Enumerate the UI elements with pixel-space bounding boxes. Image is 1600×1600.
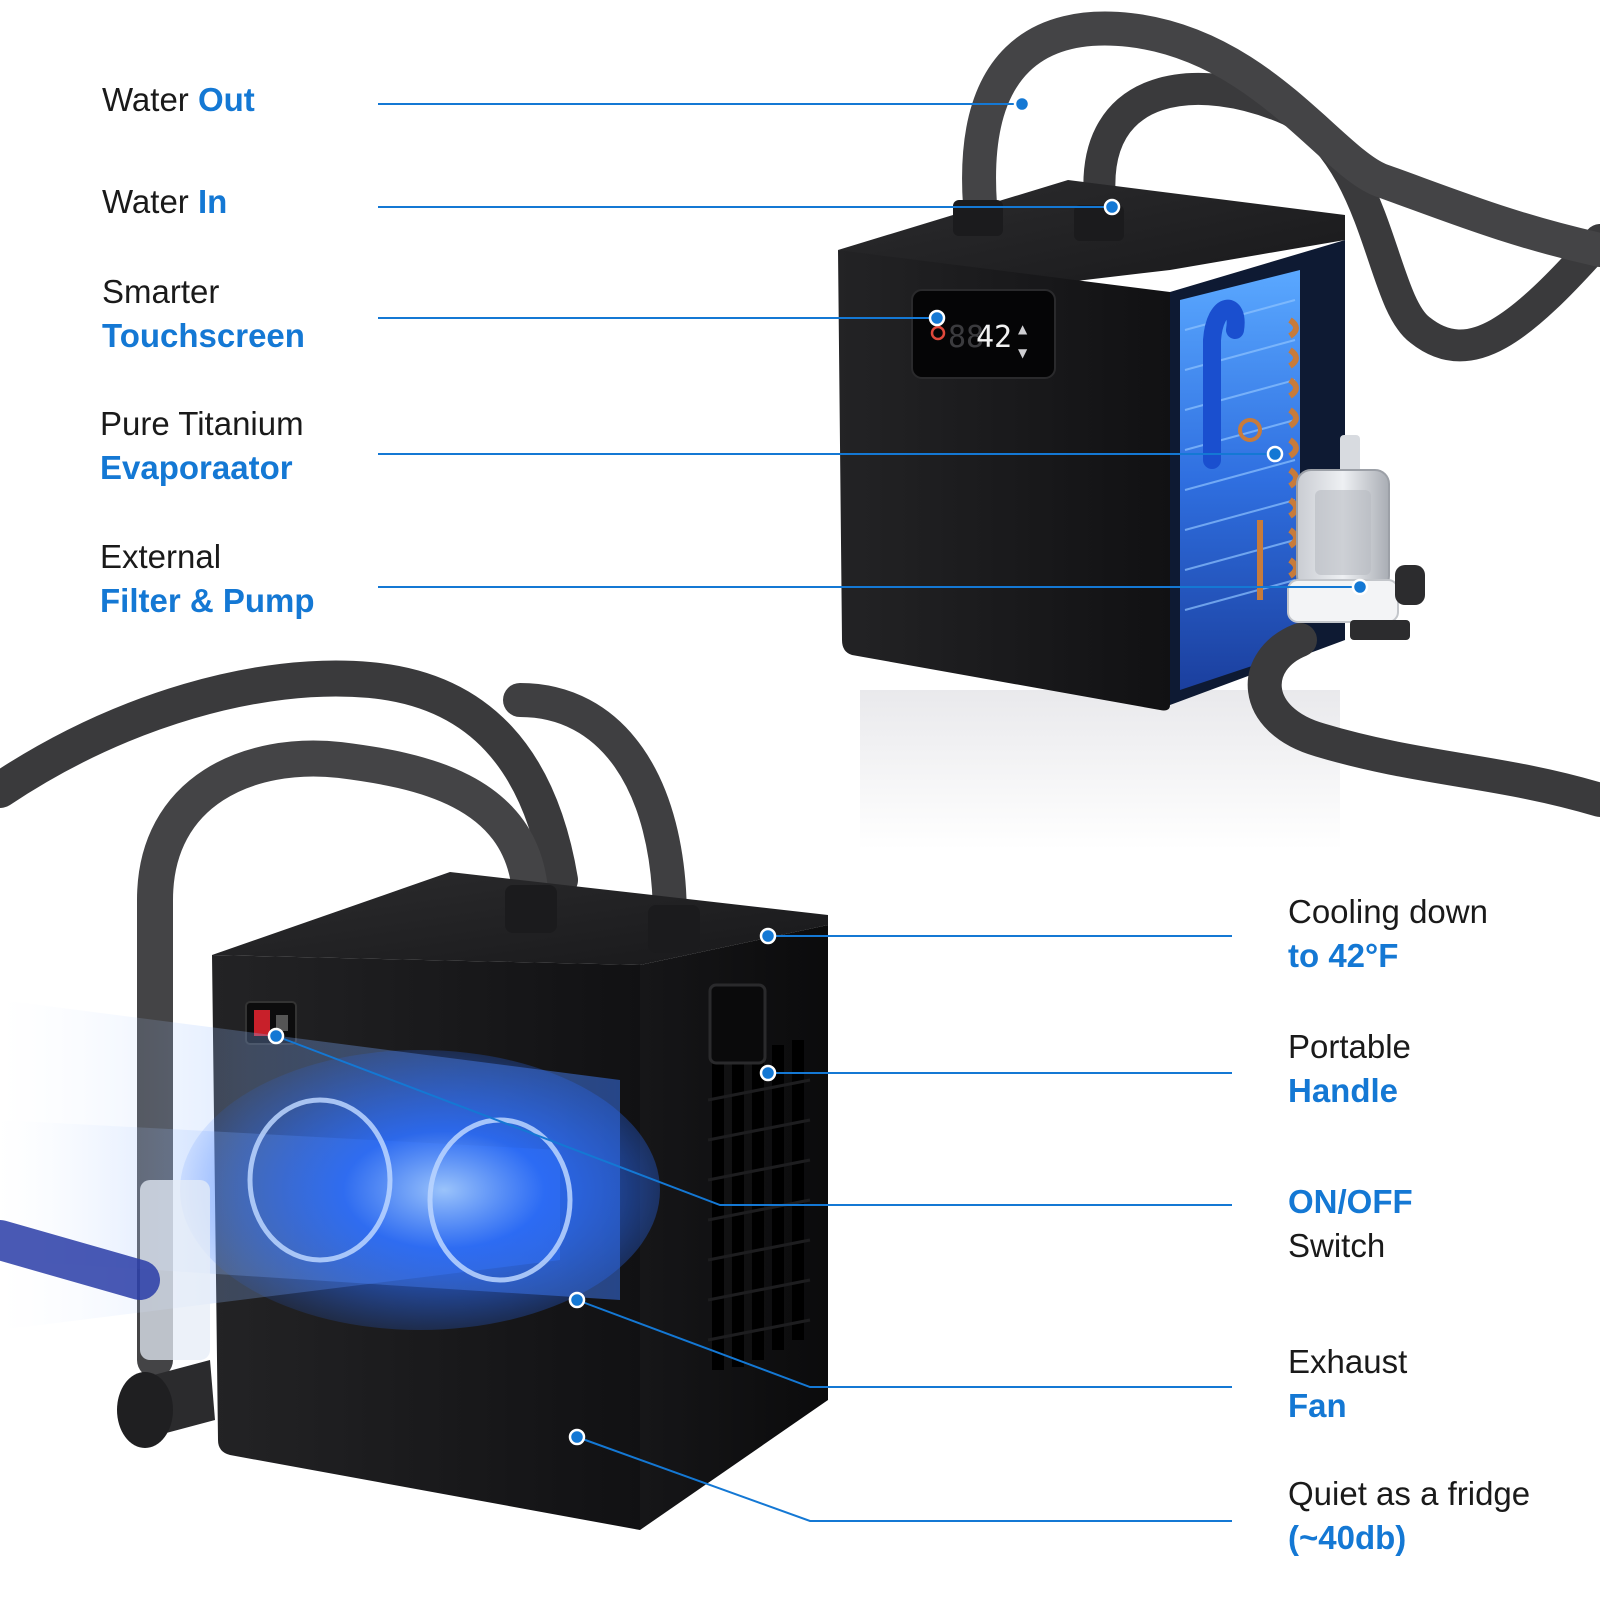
callout-filter-pump: External Filter & Pump bbox=[100, 535, 315, 623]
callout-plain-text: Exhaust bbox=[1288, 1343, 1408, 1380]
power-icon[interactable] bbox=[930, 325, 946, 341]
chiller-unit-bottom bbox=[0, 660, 828, 1530]
callout-highlight-text: Fan bbox=[1288, 1387, 1347, 1424]
callout-water-in: Water In bbox=[102, 180, 227, 224]
blue-pipe bbox=[1203, 299, 1245, 469]
callout-dot-icon bbox=[1266, 445, 1284, 463]
water-out-fitting bbox=[953, 200, 1003, 236]
callout-onoff: ON/OFF Switch bbox=[1288, 1180, 1413, 1268]
callout-water-out: Water Out bbox=[102, 78, 255, 122]
callout-exhaust: Exhaust Fan bbox=[1288, 1340, 1407, 1428]
outlet-hose bbox=[1247, 623, 1600, 817]
titanium-coil bbox=[1238, 418, 1262, 442]
callout-plain-text: Quiet as a fridge bbox=[1288, 1475, 1531, 1512]
water-in-hose bbox=[1083, 72, 1600, 362]
svg-text:88: 88 bbox=[948, 320, 984, 355]
callout-highlight-text: to 42°F bbox=[1288, 937, 1399, 974]
callout-dot-icon bbox=[759, 1064, 777, 1082]
touchscreen-panel[interactable]: 88 42 ▲ ▼ bbox=[911, 289, 1056, 379]
second-hose bbox=[503, 683, 687, 937]
callout-dot-icon bbox=[267, 1027, 285, 1045]
callout-highlight-text: (~40db) bbox=[1288, 1519, 1407, 1556]
callout-handle: Portable Handle bbox=[1288, 1025, 1411, 1113]
callout-highlight-text: Touchscreen bbox=[102, 317, 305, 354]
callout-highlight-text: Evaporaator bbox=[100, 449, 293, 486]
callout-dot-icon bbox=[568, 1291, 586, 1309]
callout-line-exhaust bbox=[576, 1299, 1232, 1388]
callout-line-quiet bbox=[576, 1436, 1232, 1522]
callout-quiet: Quiet as a fridge (~40db) bbox=[1288, 1472, 1530, 1560]
water-out-hose bbox=[962, 11, 1600, 267]
side-filter bbox=[117, 1180, 215, 1448]
callout-plain-text: Smarter bbox=[102, 273, 220, 310]
callout-highlight-text: In bbox=[197, 183, 228, 220]
callout-dots bbox=[267, 95, 1369, 1446]
blue-hose-left bbox=[0, 1220, 160, 1300]
callout-highlight-text: Handle bbox=[1288, 1072, 1399, 1109]
callout-plain-text: Water bbox=[102, 183, 198, 220]
callout-touchscreen: Smarter Touchscreen bbox=[102, 270, 305, 358]
callout-plain-text: Pure Titanium bbox=[100, 405, 304, 442]
front-hose bbox=[137, 740, 548, 1378]
fan-icon bbox=[247, 1097, 573, 1283]
callout-plain-text: Water bbox=[102, 81, 198, 118]
callout-plain-text: Portable bbox=[1288, 1028, 1411, 1065]
chiller-unit-top: 88 42 ▲ ▼ bbox=[838, 11, 1600, 850]
temperature-readout: 42 bbox=[976, 320, 1012, 355]
callout-dot-icon bbox=[759, 927, 777, 945]
callout-dot-icon bbox=[1351, 578, 1369, 596]
callout-cooling: Cooling down to 42°F bbox=[1288, 890, 1488, 978]
callout-plain-text: External bbox=[100, 538, 222, 575]
callout-dot-icon bbox=[928, 309, 946, 327]
callout-highlight-text: ON/OFF bbox=[1288, 1183, 1413, 1220]
back-hose bbox=[0, 660, 578, 898]
callout-line-onoff bbox=[275, 1035, 1232, 1206]
callout-evaporator: Pure Titanium Evaporaator bbox=[100, 402, 304, 490]
callout-highlight-text: Filter & Pump bbox=[100, 582, 315, 619]
fitting-left bbox=[505, 885, 557, 933]
up-arrow-icon[interactable]: ▲ bbox=[1018, 322, 1028, 336]
callout-plain-text: Switch bbox=[1288, 1227, 1386, 1264]
fitting-right bbox=[648, 905, 700, 953]
portable-handle[interactable] bbox=[708, 983, 767, 1065]
external-filter-pump bbox=[1287, 435, 1425, 640]
callout-highlight-text: Out bbox=[197, 81, 255, 118]
callout-plain-text: Cooling down bbox=[1288, 893, 1488, 930]
down-arrow-icon[interactable]: ▼ bbox=[1018, 346, 1028, 360]
callout-dot-icon bbox=[1013, 95, 1031, 113]
callout-lines bbox=[275, 103, 1360, 1522]
callout-dot-icon bbox=[568, 1428, 586, 1446]
callout-dot-icon bbox=[1103, 198, 1121, 216]
vent-dividers bbox=[707, 1078, 811, 1342]
